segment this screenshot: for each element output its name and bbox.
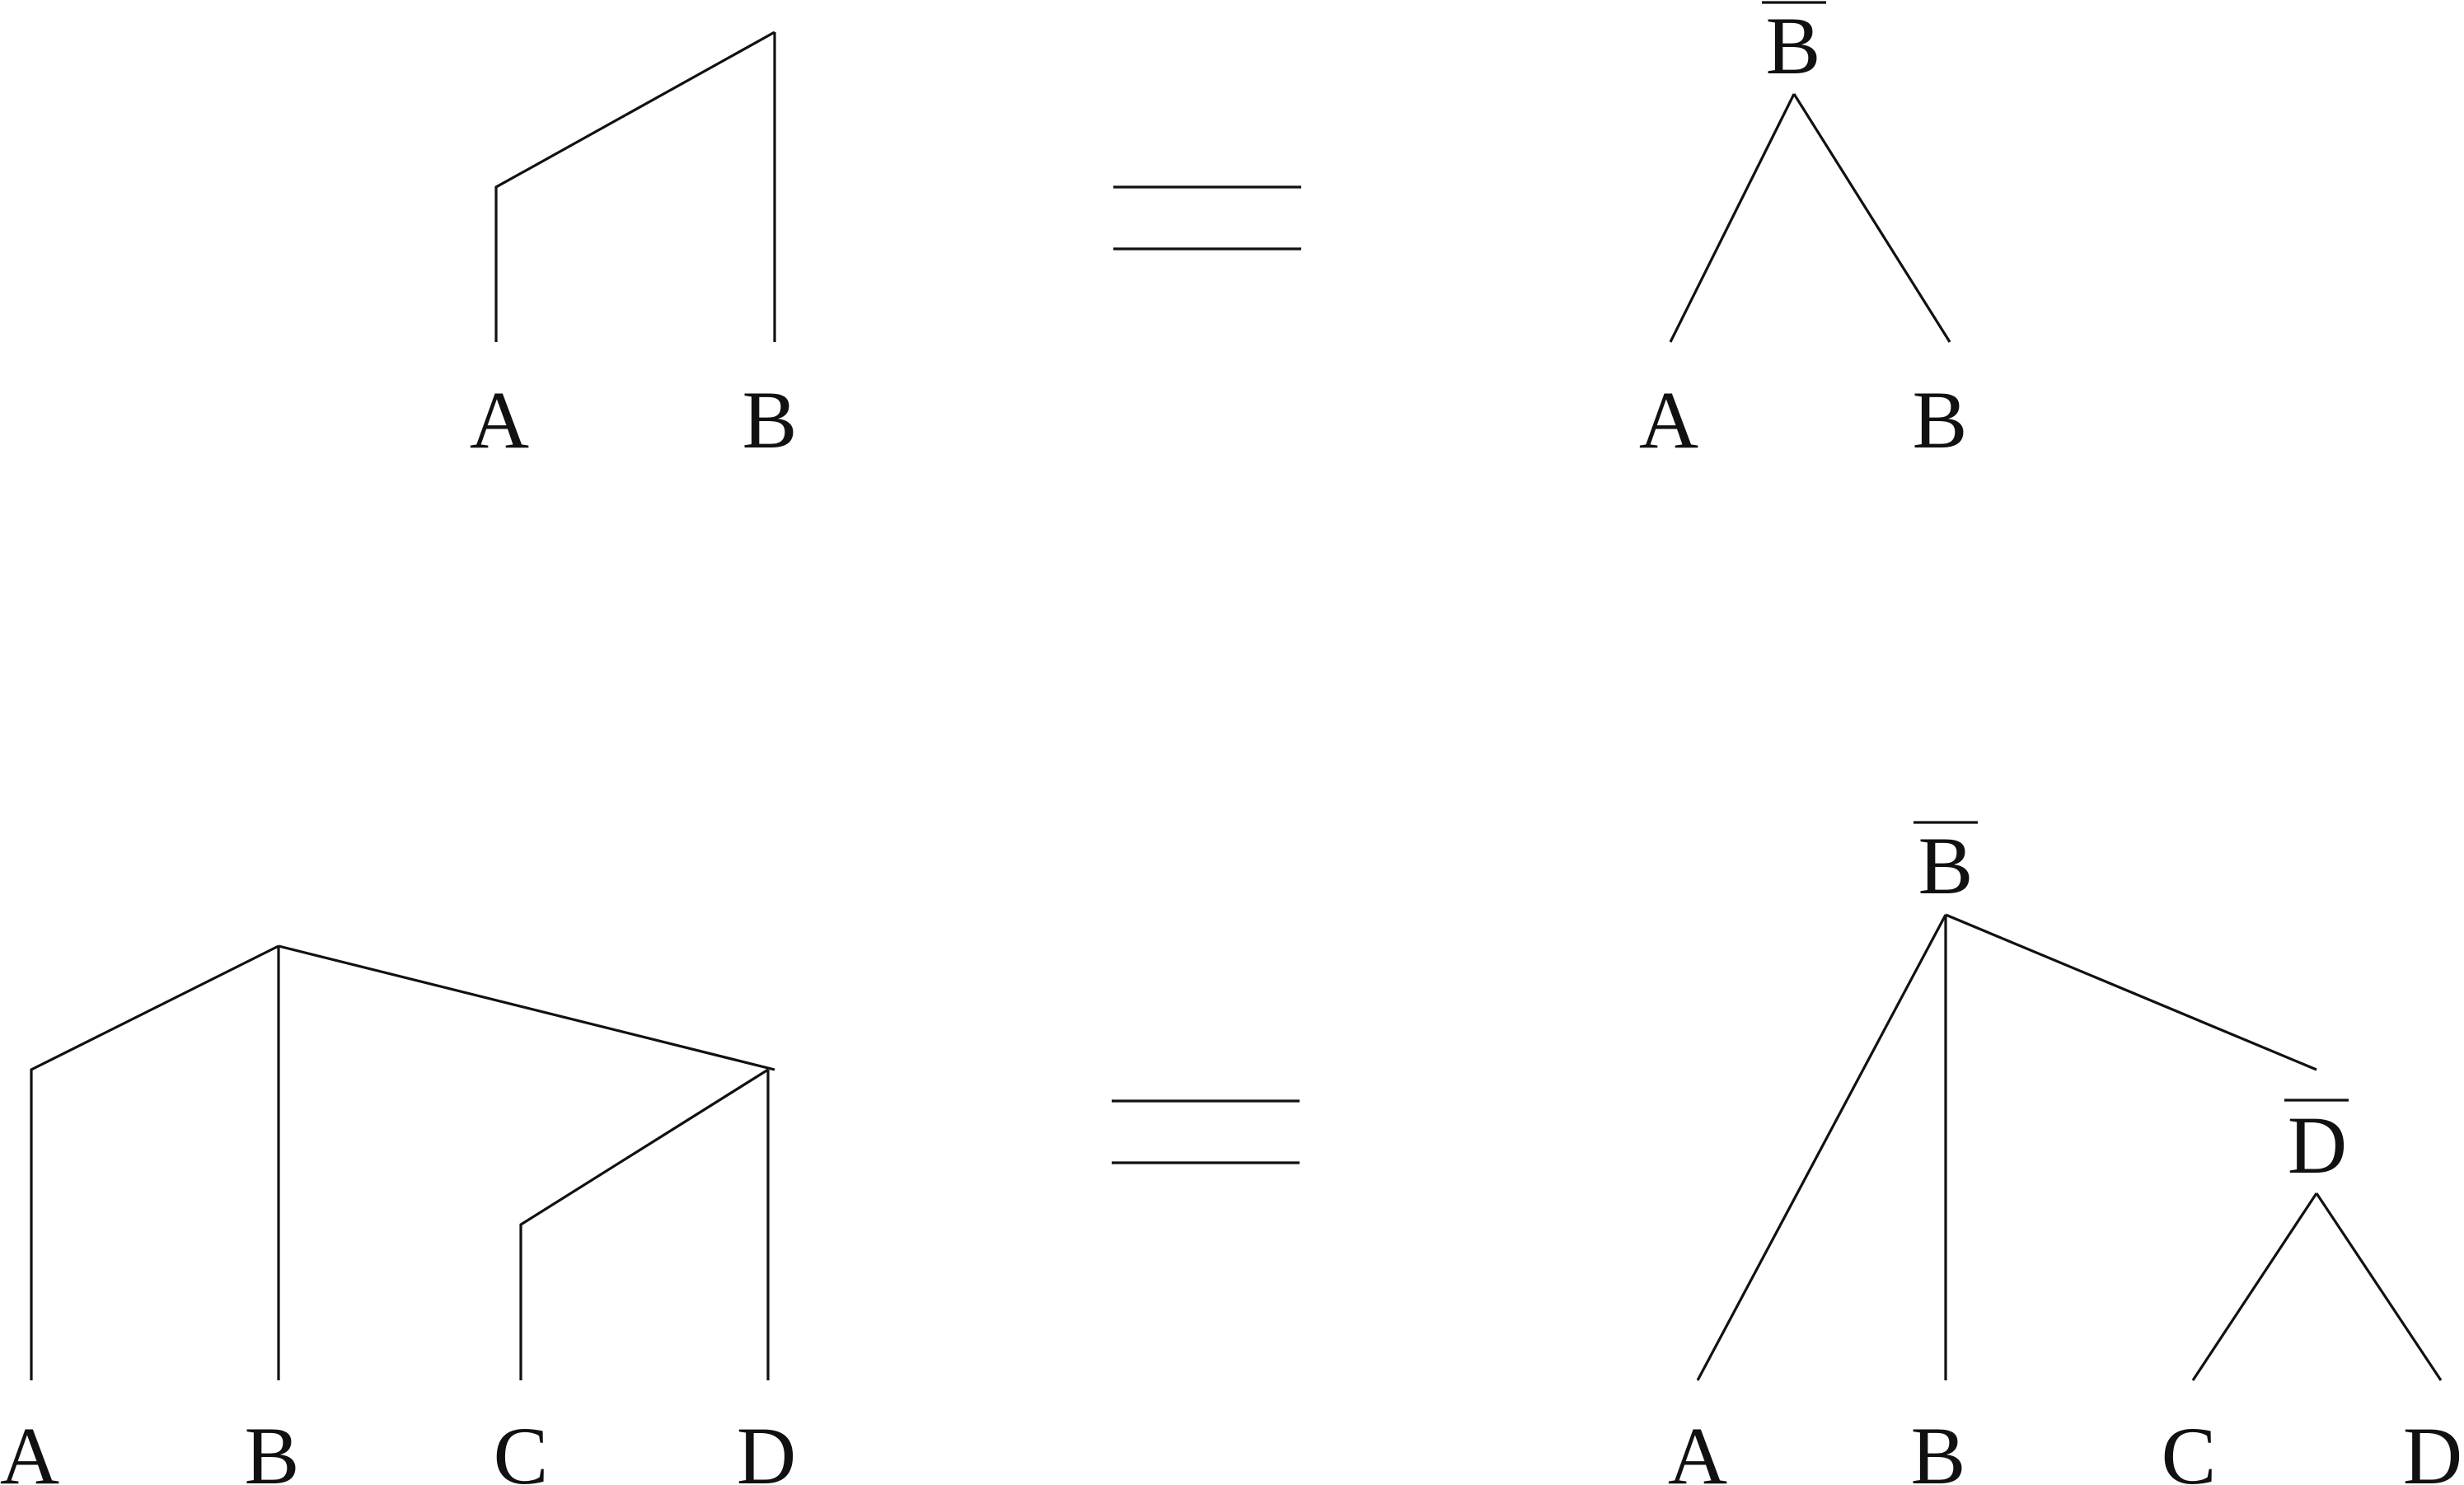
bottom-head-label: B: [1918, 820, 1974, 911]
bottom-const-label-c: C: [2162, 1410, 2217, 1485]
top-dep-label-b: B: [742, 374, 798, 466]
top-dependency-tree: A B: [470, 30, 798, 466]
top-const-label-a: A: [1639, 374, 1698, 466]
top-head-label: B: [1766, 0, 1821, 91]
bottom-const-edge-c: [2191, 1192, 2318, 1381]
top-const-edge-b: [1792, 93, 1951, 343]
bottom-const-edge-to-subhead: [1945, 913, 2317, 1071]
bottom-equals-sign: [1112, 1099, 1300, 1164]
bottom-dep-edge-c: [519, 1068, 769, 1380]
top-constituency-tree: B A B: [1639, 0, 1967, 466]
bottom-const-label-b: B: [1911, 1410, 1966, 1485]
bottom-dep-label-b: B: [245, 1410, 300, 1485]
bottom-dep-label-c: C: [494, 1410, 549, 1485]
bottom-dep-label-d: D: [737, 1410, 796, 1485]
top-equals-sign: [1113, 185, 1301, 251]
bottom-const-label-d: D: [2403, 1410, 2462, 1485]
bottom-const-edge-d: [2315, 1192, 2443, 1381]
top-dep-edge-a: [494, 30, 775, 342]
bottom-dependency-tree: A B C D: [0, 944, 796, 1485]
bottom-const-edge-a: [1696, 914, 1947, 1381]
bottom-const-label-a: A: [1668, 1410, 1727, 1485]
top-const-label-b: B: [1913, 374, 1968, 466]
bottom-dep-edge-a: [30, 944, 279, 1380]
bottom-dep-edge-b-to-d: [278, 944, 775, 1071]
bottom-subhead-label: D: [2288, 1099, 2347, 1191]
top-dep-label-a: A: [470, 374, 529, 466]
top-const-edge-a: [1669, 93, 1796, 343]
bottom-constituency-tree: B D A B C D: [1668, 820, 2462, 1485]
bottom-dep-label-a: A: [0, 1410, 59, 1485]
